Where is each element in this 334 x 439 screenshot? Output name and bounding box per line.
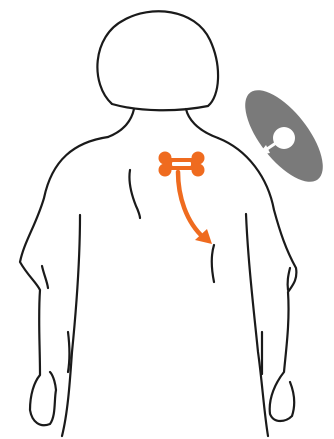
right-shoulder-blade-line xyxy=(212,245,214,282)
left-arm-inner-line xyxy=(68,332,70,372)
muscle-marker-highlight xyxy=(172,162,191,166)
torso-back-outline-icon xyxy=(20,11,296,436)
curved-downward-arrow-icon xyxy=(178,172,212,244)
left-arm-crease xyxy=(42,266,48,288)
left-shoulder-blade-line xyxy=(129,170,140,218)
head-outline xyxy=(97,11,218,110)
right-torso-line xyxy=(246,214,268,436)
neck-right-line xyxy=(186,109,218,138)
oval-device-icon xyxy=(231,78,334,194)
neck-left-line xyxy=(108,109,134,137)
left-torso-line xyxy=(62,215,80,436)
right-arm-crease xyxy=(288,268,290,290)
left-arm-outer-line xyxy=(20,137,108,425)
right-arm-outer-line xyxy=(218,138,296,421)
